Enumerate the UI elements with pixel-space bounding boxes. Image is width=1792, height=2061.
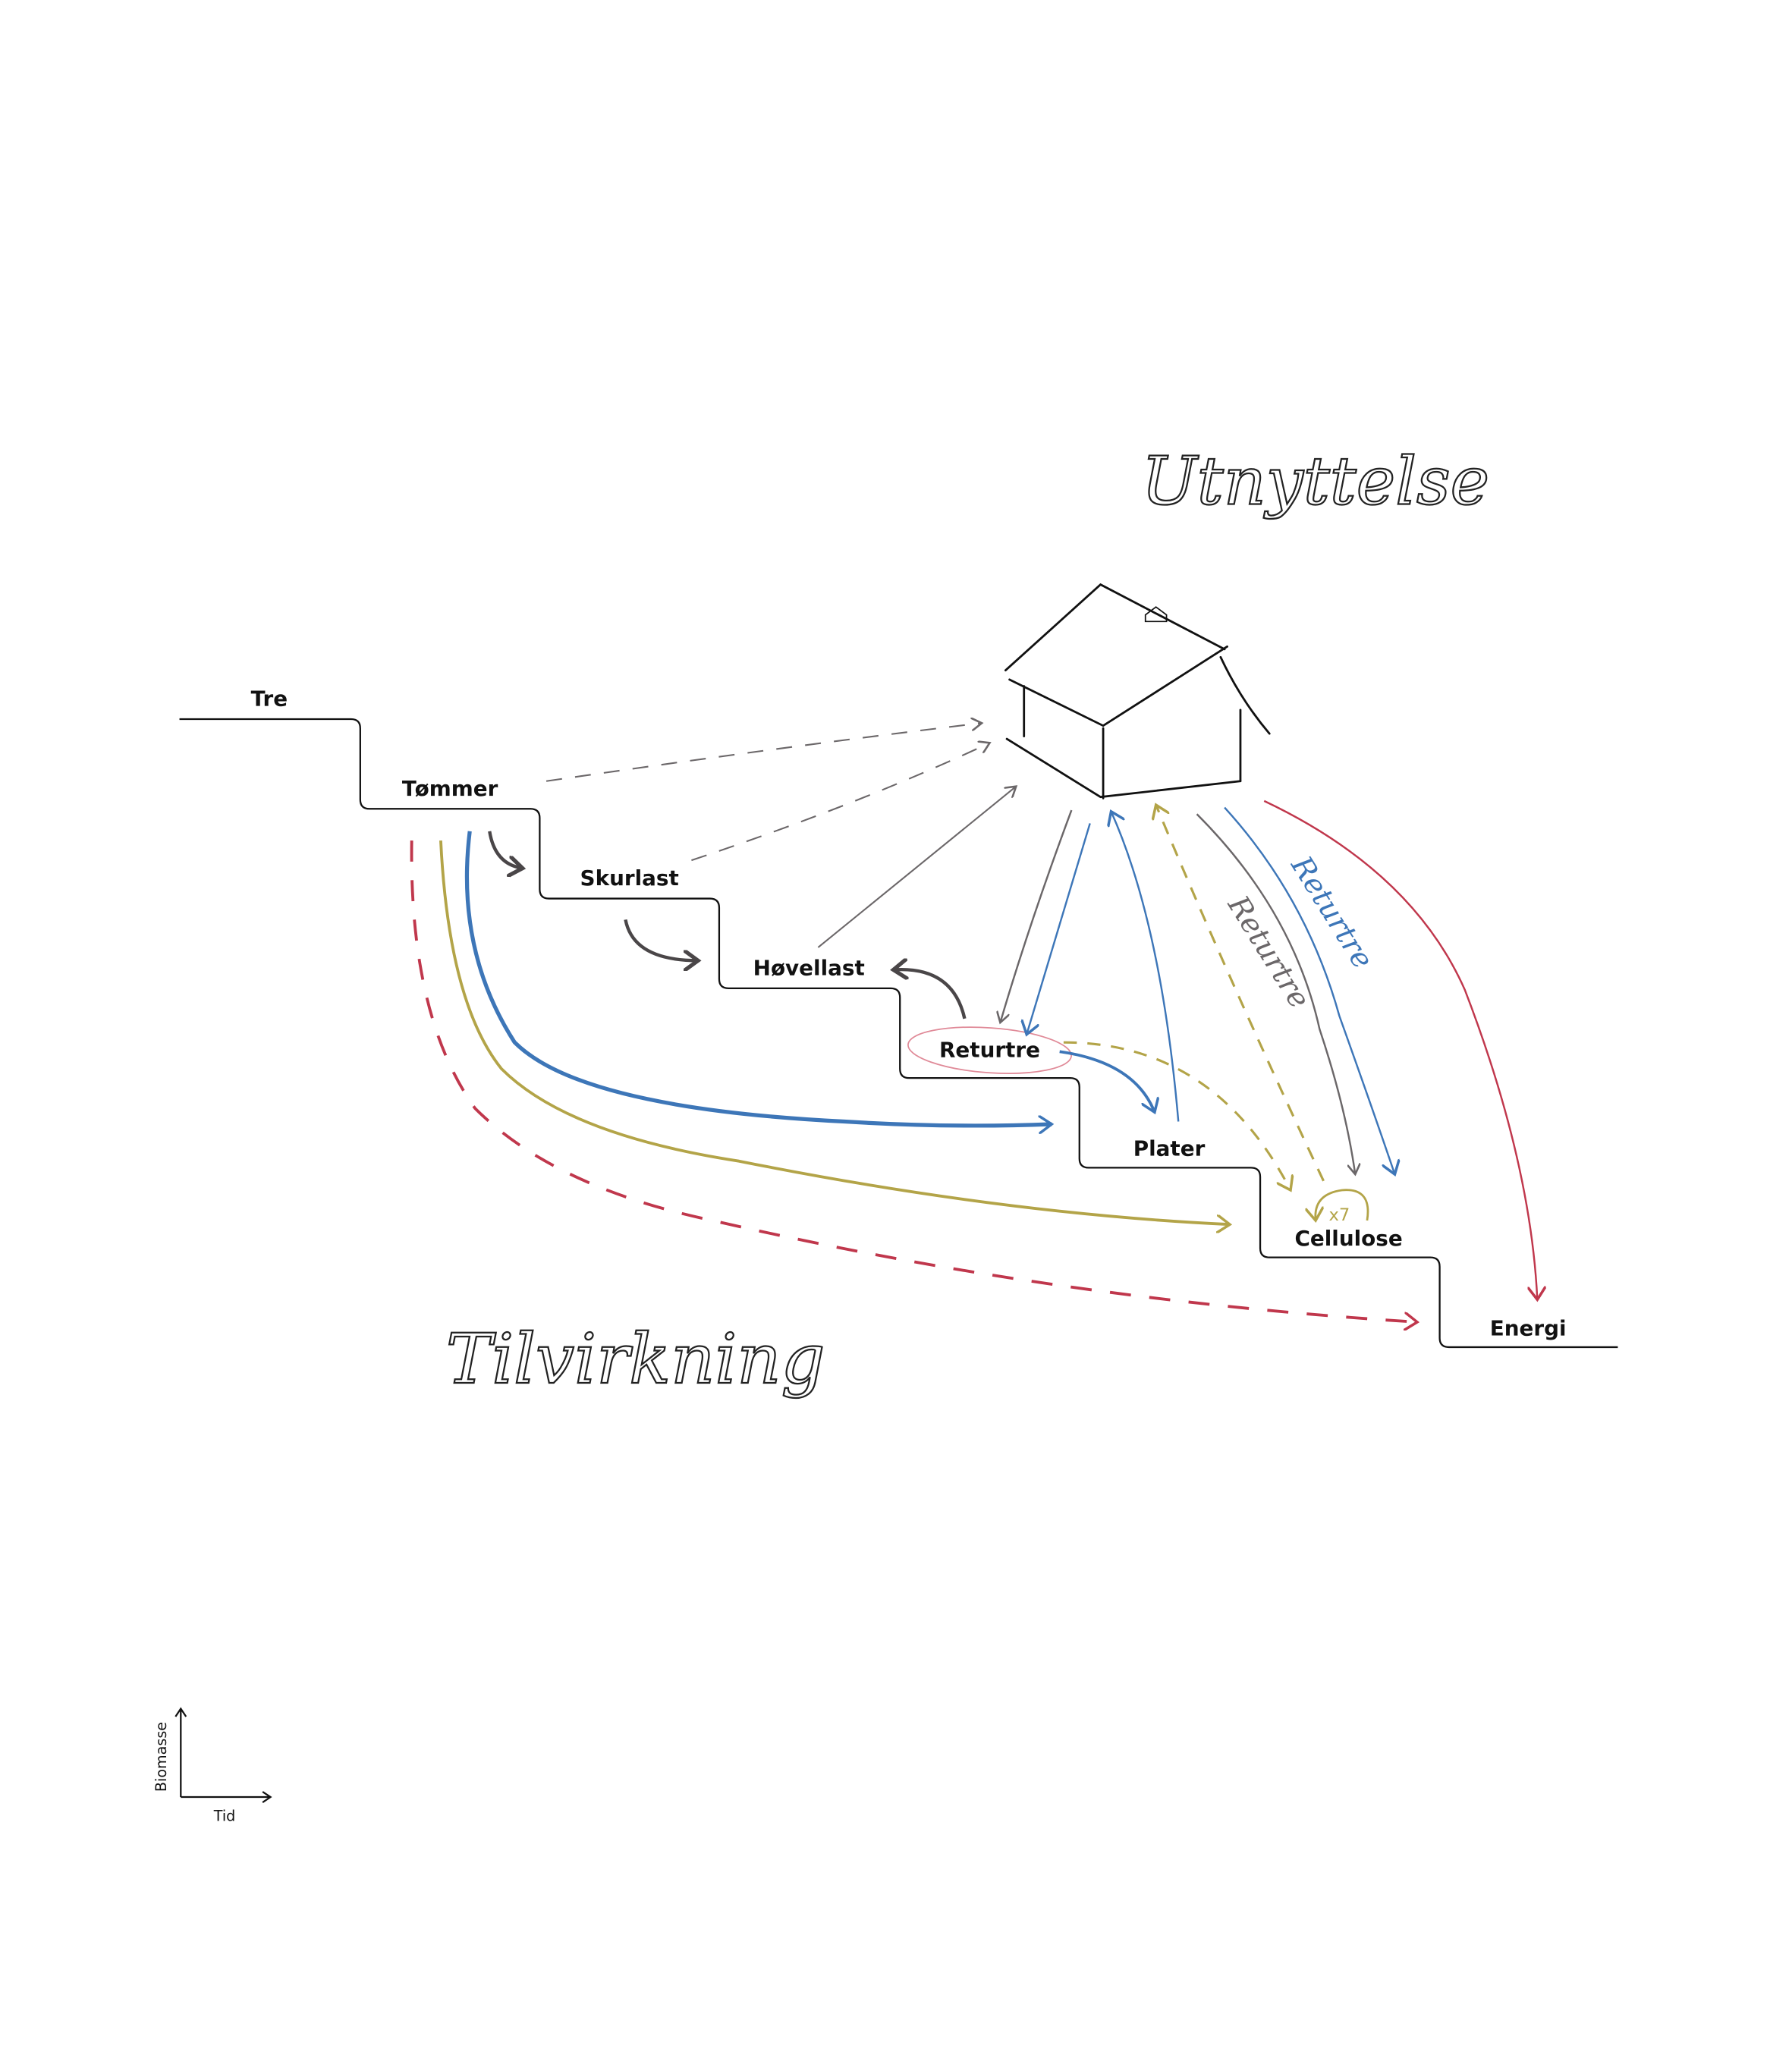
arrow-plater-to-house xyxy=(1111,812,1180,1122)
step-label-plater: Plater xyxy=(1133,1136,1206,1161)
step-label-energi: Energi xyxy=(1490,1315,1567,1340)
arrow-house-to-cellulose-gray xyxy=(1196,813,1356,1174)
x-axis-label: Tid xyxy=(213,1807,236,1824)
recycle-count-label: x7 xyxy=(1328,1205,1350,1225)
step-label-returtre: Returtre xyxy=(939,1037,1040,1062)
arrow-returtre-to-plater xyxy=(1059,1050,1155,1112)
arrow-returtre-to-cellulose xyxy=(1063,1041,1291,1190)
staircase-line xyxy=(179,718,1618,1349)
returtre-highlight-ellipse xyxy=(907,1026,1072,1074)
x-axis-arrow xyxy=(181,1791,272,1803)
step-label-tre: Tre xyxy=(251,686,288,712)
arrow-skurlast-to-hovellast xyxy=(624,919,698,960)
arrow-house-to-energi xyxy=(1263,800,1537,1299)
arrow-tommer-to-cellulose xyxy=(439,840,1230,1224)
house-icon xyxy=(1004,583,1271,800)
heading-tilvirkning: Tilvirkning xyxy=(446,1320,825,1400)
arrow-hovellast-to-house xyxy=(817,787,1016,948)
step-label-hovellast: Høvellast xyxy=(753,955,865,980)
arrow-tommer-to-house xyxy=(545,723,982,782)
arrow-returtre-to-hovellast xyxy=(894,969,967,1020)
step-label-cellulose: Cellulose xyxy=(1294,1226,1402,1251)
arrow-tommer-to-skurlast xyxy=(488,831,522,869)
axis-legend: Biomasse Tid xyxy=(152,1707,272,1824)
arrow-tommer-to-energi xyxy=(410,840,1417,1322)
recycle-loop-arrow xyxy=(1316,1189,1369,1221)
arrow-house-to-returtre-blue xyxy=(1026,823,1091,1034)
arrow-tommer-to-plater xyxy=(464,831,1052,1126)
y-axis-label: Biomasse xyxy=(152,1722,170,1792)
arrow-house-to-returtre-gray xyxy=(1000,809,1073,1023)
heading-utnyttelse: Utnyttelse xyxy=(1142,443,1490,520)
arrow-house-to-cellulose-blue xyxy=(1224,806,1394,1175)
y-axis-arrow xyxy=(174,1707,187,1798)
step-label-tommer: Tømmer xyxy=(402,776,498,801)
returtre-annotation-gray: Returtre xyxy=(1221,889,1317,1014)
step-label-skurlast: Skurlast xyxy=(580,866,679,891)
arrow-cellulose-to-house xyxy=(1156,805,1325,1182)
arrow-skurlast-to-house xyxy=(691,743,989,862)
